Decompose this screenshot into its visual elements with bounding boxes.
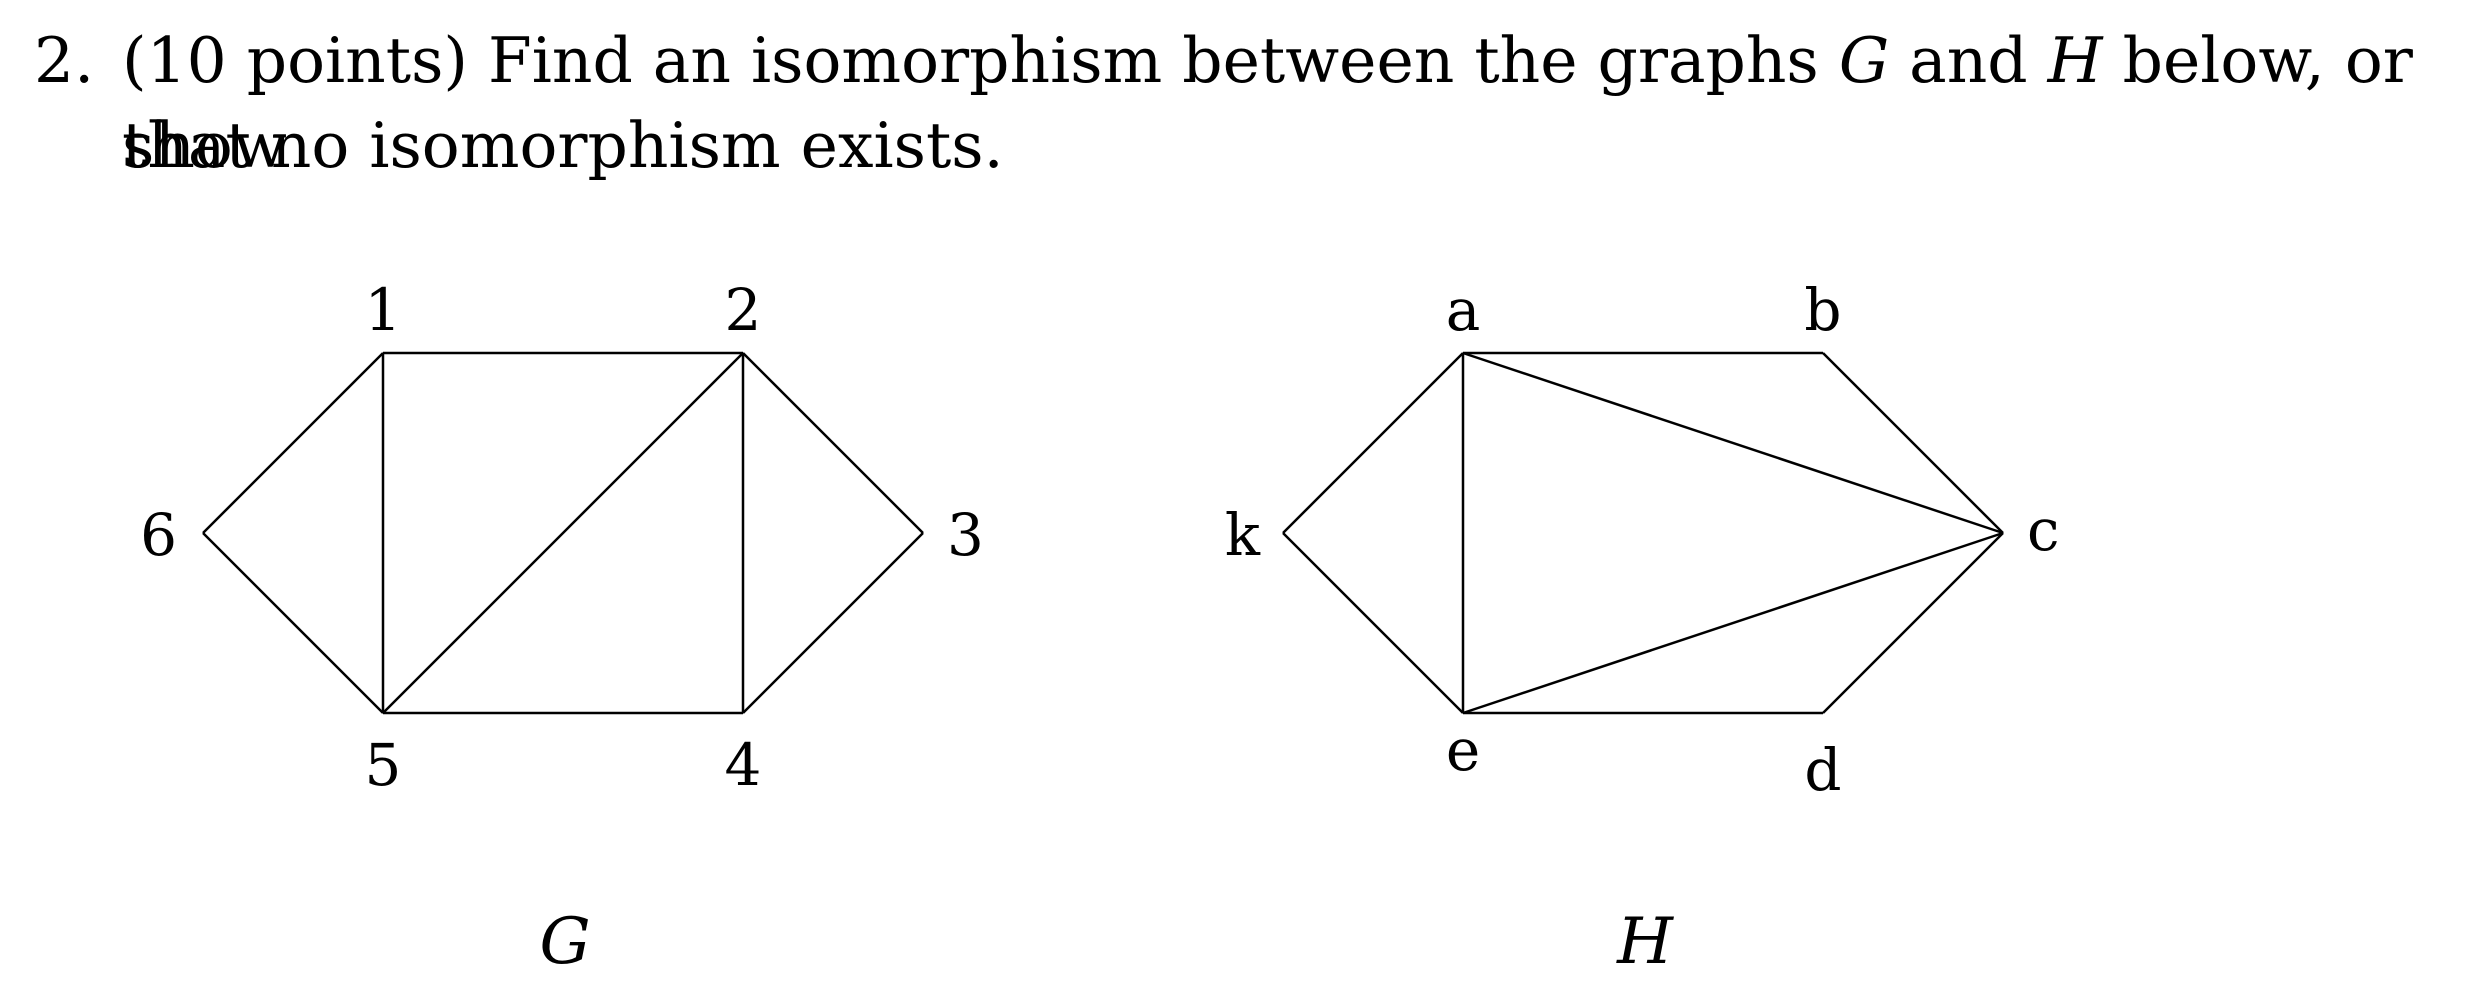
graph-h-vertex-label-e: e [1446, 716, 1480, 784]
graph-g-edge-2-3 [742, 352, 924, 534]
graph-g [202, 351, 924, 715]
graph-h-edge-a-c [1462, 351, 2004, 535]
graph-g-edge-3-4 [742, 532, 924, 714]
graph-h-labels: a b c d e k [1225, 276, 2060, 804]
graph-h-edge-c-e [1462, 531, 2004, 715]
graph-h [1282, 351, 2004, 715]
problem-and: and [1909, 24, 2028, 97]
graph-h-edge-e-k [1282, 532, 1464, 714]
graph-h-vertex-label-d: d [1804, 736, 1841, 804]
graph-h-vertex-label-a: a [1446, 276, 1481, 344]
graph-g-vertex-label-6: 6 [140, 501, 177, 569]
graph-g-symbol: G [1838, 24, 1890, 97]
graph-h-edge-a-k [1282, 352, 1464, 534]
problem-line-1: (10 points) Find an isomorphism between … [122, 18, 2492, 188]
problem-text-after-h: below, or show [122, 24, 2413, 182]
graph-g-edge-2-5 [382, 352, 744, 714]
graph-h-vertex-label-k: k [1225, 501, 1261, 569]
graph-g-labels: 1 2 3 4 5 6 [140, 276, 984, 799]
problem-number: 2. [34, 24, 95, 97]
graph-g-vertex-label-2: 2 [725, 276, 762, 344]
graph-g-vertex-label-3: 3 [947, 501, 984, 569]
graph-g-caption: G [539, 905, 590, 979]
problem-line-2: that no isomorphism exists. [122, 109, 1004, 182]
graph-h-vertex-label-b: b [1804, 276, 1841, 344]
graph-h-edge-b-c [1822, 352, 2004, 534]
graph-h-edge-c-d [1822, 532, 2004, 714]
problem-points: (10 points) [122, 24, 468, 97]
problem-text-before-g: Find an isomorphism between the graphs [488, 24, 1819, 97]
graph-g-vertex-label-5: 5 [365, 731, 402, 799]
graph-h-vertex-label-c: c [2027, 496, 2059, 564]
graph-h-caption: H [1616, 905, 1674, 979]
graph-g-edge-1-6 [202, 352, 384, 534]
graph-g-vertex-label-4: 4 [725, 731, 762, 799]
graph-h-symbol: H [2047, 24, 2103, 97]
graph-g-edge-5-6 [202, 532, 384, 714]
graph-g-vertex-label-1: 1 [365, 276, 402, 344]
